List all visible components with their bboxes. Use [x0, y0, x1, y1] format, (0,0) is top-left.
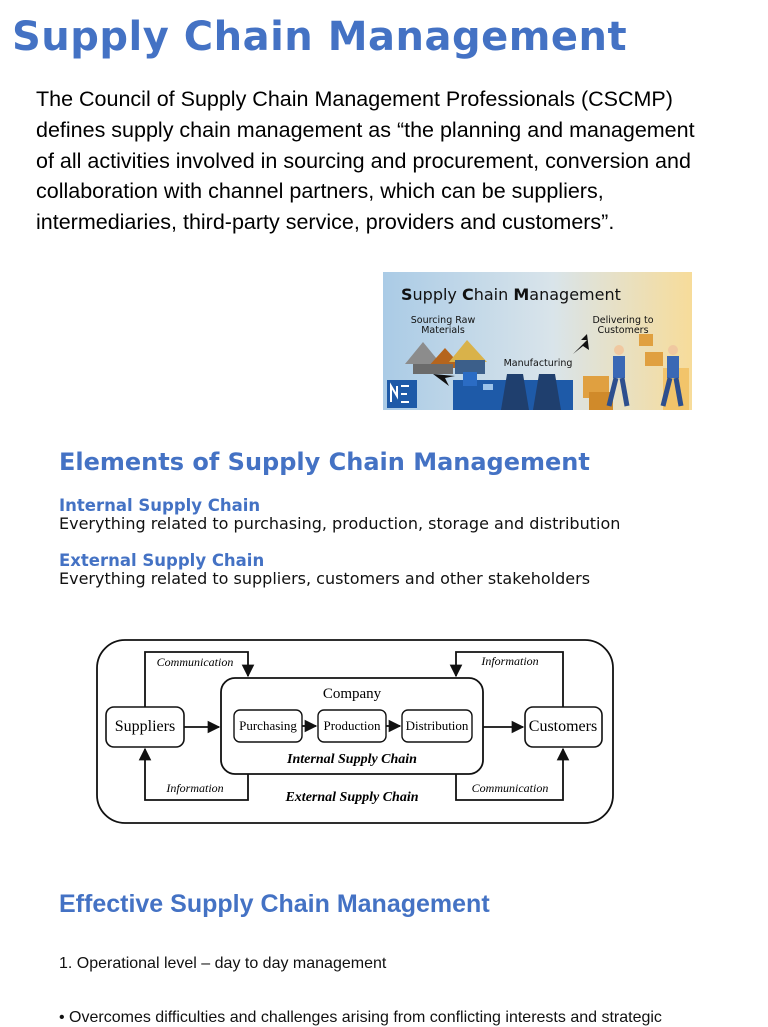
purchasing-label: Purchasing	[239, 718, 297, 733]
customers-label: Customers	[529, 718, 597, 735]
information-top-arrow	[449, 651, 564, 707]
intro-paragraph: The Council of Supply Chain Management P…	[36, 87, 695, 235]
list-item-bullet: • Overcomes difficulties and challenges …	[59, 1009, 662, 1026]
effective-heading: Effective Supply Chain Management	[59, 890, 490, 918]
communication-top-arrow	[144, 651, 255, 707]
suppliers-label: Suppliers	[115, 718, 175, 735]
hero-label-sourcing-2: Materials	[421, 325, 465, 336]
elements-heading: Elements of Supply Chain Management	[59, 448, 590, 476]
company-label: Company	[323, 686, 382, 702]
information-bottom-label: Information	[165, 781, 223, 795]
hero-illustration: Supply Chain Management Sourcing Raw Mat…	[383, 272, 692, 410]
communication-bottom-label: Communication	[472, 781, 549, 795]
worker-icon	[660, 345, 684, 407]
supply-chain-diagram: Suppliers Customers Company Purchasing P…	[90, 632, 620, 828]
external-supply-chain-text: Everything related to suppliers, custome…	[59, 569, 591, 588]
external-supply-chain-title: External Supply Chain	[59, 551, 265, 570]
hero-label-delivering-1: Delivering to	[592, 315, 653, 326]
worker-icon	[606, 345, 630, 407]
raw-materials-pile	[405, 340, 487, 374]
hero-title: Supply Chain Management	[401, 285, 621, 304]
external-supply-chain-label: External Supply Chain	[284, 790, 418, 805]
internal-supply-chain-text: Everything related to purchasing, produc…	[59, 514, 621, 533]
internal-supply-chain-label: Internal Supply Chain	[286, 752, 417, 767]
information-bottom-arrow	[138, 747, 249, 801]
communication-bottom-arrow	[455, 747, 570, 801]
distribution-label: Distribution	[406, 718, 469, 733]
publisher-logo	[387, 380, 417, 408]
hero-label-manufacturing: Manufacturing	[504, 358, 573, 369]
arrow-icon	[573, 334, 589, 354]
page-title: Supply Chain Management	[12, 14, 628, 60]
factory-icon	[453, 372, 573, 410]
hero-label-sourcing-1: Sourcing Raw	[411, 315, 476, 326]
internal-supply-chain-title: Internal Supply Chain	[59, 496, 261, 515]
communication-top-label: Communication	[157, 655, 234, 669]
distribution-box	[401, 709, 473, 743]
production-label: Production	[323, 718, 381, 733]
information-top-label: Information	[480, 654, 538, 668]
hero-label-delivering-2: Customers	[597, 325, 648, 336]
list-item-operational: 1. Operational level – day to day manage…	[59, 955, 387, 972]
arrow-icon	[433, 374, 455, 386]
